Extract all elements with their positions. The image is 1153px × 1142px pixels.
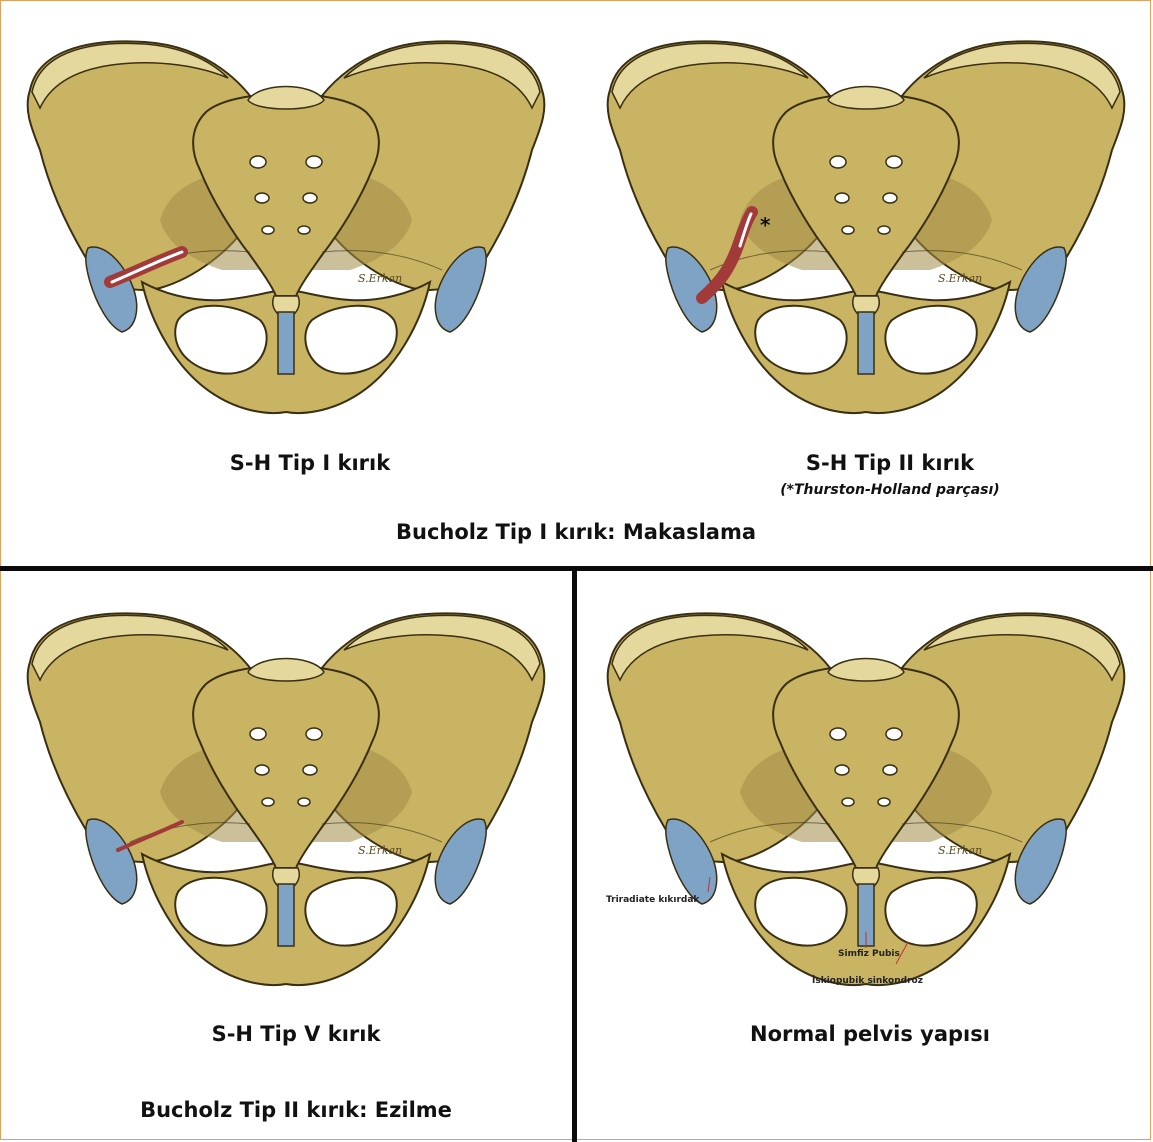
caption-normal-pelvis: Normal pelvis yapısı: [710, 1022, 1030, 1046]
artist-signature: S.Erkan: [938, 844, 982, 857]
artist-signature: S.Erkan: [358, 272, 402, 285]
caption-sh-type-5: S-H Tip V kırık: [136, 1022, 456, 1046]
caption-bucholz-type-1: Bucholz Tip I kırık: Makaslama: [326, 520, 826, 544]
thurston-holland-asterisk: *: [760, 213, 771, 237]
pelvis-illustration-normal: S.Erkan: [590, 592, 1142, 1002]
label-triradiate-cartilage: Triradiate kıkırdak: [606, 895, 699, 905]
caption-sh-type-2: S-H Tip II kırık: [730, 451, 1050, 475]
artist-signature: S.Erkan: [938, 272, 982, 285]
pelvis-illustration-type-5: S.Erkan: [10, 592, 562, 1002]
caption-bucholz-type-2: Bucholz Tip II kırık: Ezilme: [96, 1098, 496, 1122]
label-ischiopubic-synchondrosis: İskiopubik sinkondroz: [812, 976, 923, 986]
caption-thurston-holland-note: (*Thurston-Holland parçası): [730, 482, 1050, 498]
artist-signature: S.Erkan: [358, 844, 402, 857]
label-symphysis-pubis: Simfiz Pubis: [838, 949, 900, 959]
caption-sh-type-1: S-H Tip I kırık: [150, 451, 470, 475]
pelvis-illustration-type-1: S.Erkan: [10, 20, 562, 430]
pelvis-illustration-type-2: S.Erkan *: [590, 20, 1142, 430]
vertical-divider: [572, 568, 577, 1142]
